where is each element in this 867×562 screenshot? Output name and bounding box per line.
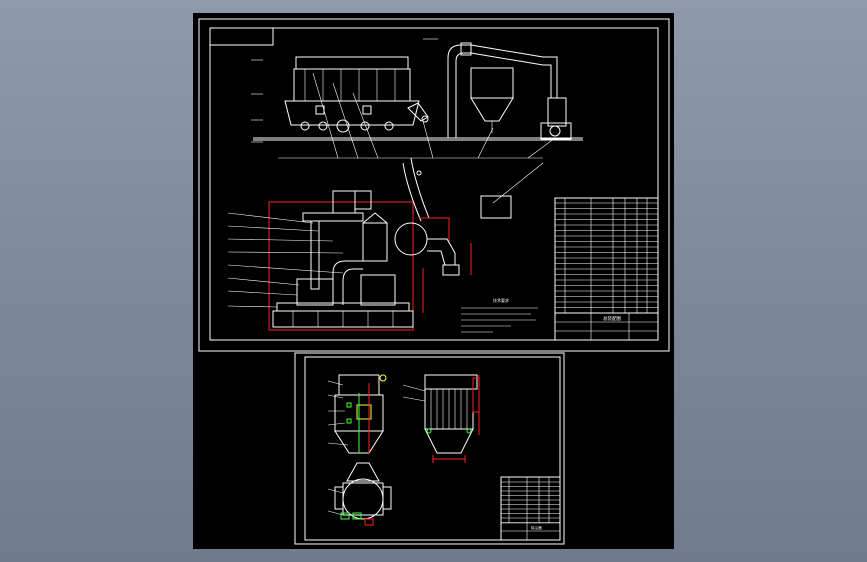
cad-viewport[interactable]: 技术要求 总装配图 <box>193 13 674 549</box>
sheet-1: 技术要求 总装配图 <box>198 18 670 352</box>
sheet-2-inner-border <box>304 356 561 541</box>
notes-title: 技术要求 <box>493 297 509 303</box>
sheet-2: 除尘器 <box>294 352 565 545</box>
detail-plan-view <box>327 462 392 526</box>
sheet-2-title: 除尘器 <box>531 525 542 530</box>
lower-elevation <box>268 157 472 331</box>
callout-box <box>480 195 512 219</box>
sheet-1-title: 总装配图 <box>603 315 621 322</box>
cad-drawing: 技术要求 总装配图 <box>198 18 670 545</box>
sheet-1-code-box <box>209 27 274 46</box>
elevation-marks <box>251 38 438 143</box>
balloon-row <box>278 72 556 204</box>
sheet-2-outer-border <box>294 352 565 545</box>
dryer-elevation <box>253 56 583 141</box>
detail-bag-filter-view <box>402 374 480 463</box>
technical-notes: 技术要求 <box>461 297 538 333</box>
cyclone-assembly <box>447 42 572 140</box>
detail-cyclone-view <box>327 374 387 454</box>
sheet-1-inner-border <box>209 27 659 341</box>
left-callouts <box>227 212 344 308</box>
sheet-1-outer-border <box>198 18 670 352</box>
sheet-1-title-block: 总装配图 <box>554 312 659 341</box>
